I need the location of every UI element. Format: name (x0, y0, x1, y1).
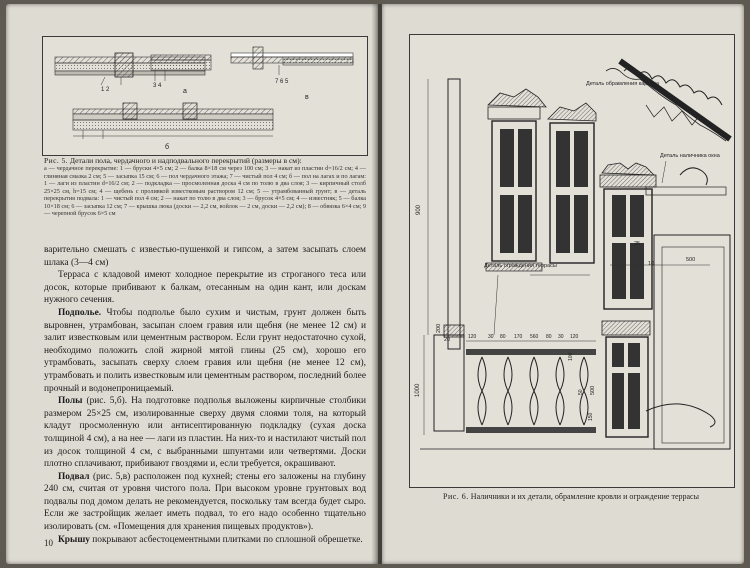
right-page: 900 200 20 1000 (382, 4, 744, 564)
paragraph-5-text: (рис. 5,в) расположен под кухней; стены … (44, 471, 366, 533)
figure-6-dim-25: 25 (634, 241, 640, 247)
figure-6-dim-100: 100 (568, 352, 574, 361)
figure-5-floor-details: 1 2 3 4 а 7 6 5 в (42, 36, 368, 156)
figure-5-caption: Рис. 5. Детали пола, чердачного и надпод… (44, 156, 366, 218)
figure-6-label-terrace: Деталь ограждения террасы (484, 263, 557, 269)
figure-6-caption: Рис. 6. Наличники и их детали, обрамлени… (412, 492, 730, 501)
figure-6-dim-150: 150 (588, 412, 594, 421)
figure-5-caption-legend: а — чердачное перекрытие: 1 — бруски 4×5… (44, 165, 366, 218)
figure-6-caption-label: Рис. 6. (443, 492, 469, 501)
figure-6-dim-1000: 1000 (415, 383, 421, 397)
figure-6-dim-900: 900 (416, 204, 422, 215)
figure-5-label-a: а (183, 88, 187, 95)
figure-6-dim-80-b: 80 (546, 334, 552, 340)
figure-6-pillar: 900 200 20 1000 (415, 78, 465, 435)
figure-6-window-right: Деталь наличника окна (599, 153, 727, 310)
figure-6-dim-20: 20 (444, 337, 450, 343)
left-page-body: варительно смешать с известью-пушенкой и… (44, 244, 366, 546)
paragraph-1: варительно смешать с известью-пушенкой и… (44, 245, 366, 268)
figure-5-callout-765: 7 6 5 (275, 79, 289, 85)
figure-5-detail-b: б (72, 102, 274, 151)
figure-5-label-v: в (305, 94, 309, 101)
figure-6-dim-30-b: 30 (558, 334, 564, 340)
figure-5-caption-label: Рис. 5. (44, 156, 68, 165)
figure-5-caption-text: Детали пола, чердачного и надподвального… (69, 156, 302, 165)
figure-6-dim-560: 560 (530, 334, 539, 340)
figure-6-window-lower: 500 (590, 320, 716, 438)
figure-6-label-window: Деталь наличника окна (660, 153, 721, 159)
figure-6-dim-500: 500 (686, 257, 695, 263)
paragraph-6-text: покрывают асбестоцементными плитками по … (89, 534, 363, 545)
figure-6-dim-500-lower: 500 (590, 386, 596, 395)
figure-5-label-b: б (165, 143, 169, 151)
page-number: 10 (44, 538, 53, 548)
figure-6-caption-text: Наличники и их детали, обрамление кровли… (470, 492, 699, 501)
figure-6-dim-50: 50 (578, 389, 584, 395)
figure-6-window-upper (485, 88, 547, 272)
paragraph-3-text: Чтобы подполье было сухим и чистым, грун… (44, 307, 366, 394)
paragraph-2: Терраса с кладовой имеют холодное перекр… (44, 270, 366, 306)
figure-6-window-middle (530, 102, 597, 276)
paragraph-3-head: Подполье. (58, 307, 102, 318)
figure-6-cornice-detail: Деталь обрамления карниза (586, 58, 732, 142)
figure-5-detail-a: 1 2 (54, 52, 206, 93)
figure-6-dim-10: 10 (648, 261, 654, 267)
paragraph-4-text: (рис. 5,б). На подготовке подполья вылож… (44, 396, 366, 470)
figure-6-dim-30: 30 (488, 334, 494, 340)
figure-5-callout-34: 3 4 (153, 83, 162, 89)
figure-6-label-cornice: Деталь обрамления карниза (586, 81, 660, 87)
paragraph-4: Полы (рис. 5,б). На подготовке подполья … (44, 395, 366, 471)
paragraph-4-head: Полы (58, 396, 83, 407)
figure-6-dim-170: 170 (514, 334, 523, 340)
figure-6-window-trim-drawing: 900 200 20 1000 (409, 34, 735, 488)
left-page: 1 2 3 4 а 7 6 5 в (6, 4, 378, 564)
figure-5-detail-v: 7 6 5 в (230, 46, 354, 101)
figure-5-caption-title: Рис. 5. Детали пола, чердачного и надпод… (44, 156, 366, 165)
figure-6-terrace-railing: 120 30 80 170 560 80 30 120 100 50 150 Д… (466, 263, 596, 433)
figure-5-callout-12: 1 2 (101, 87, 110, 93)
paragraph-6-head: Крышу (58, 534, 90, 545)
paragraph-5: Подвал (рис. 5,в) расположен под кухней;… (44, 471, 366, 534)
paragraph-3: Подполье. Чтобы подполье было сухим и чи… (44, 307, 366, 395)
figure-6-dim-200: 200 (436, 324, 442, 333)
figure-6-dim-120: 120 (468, 334, 477, 340)
paragraph-6: Крышу покрывают асбестоцементными плитка… (44, 534, 366, 547)
paragraph-5-head: Подвал (58, 471, 90, 482)
figure-6-dim-120-b: 120 (570, 334, 579, 340)
figure-5-detail-a-middle: 3 4 а (150, 54, 212, 95)
figure-6-dim-80: 80 (500, 334, 506, 340)
